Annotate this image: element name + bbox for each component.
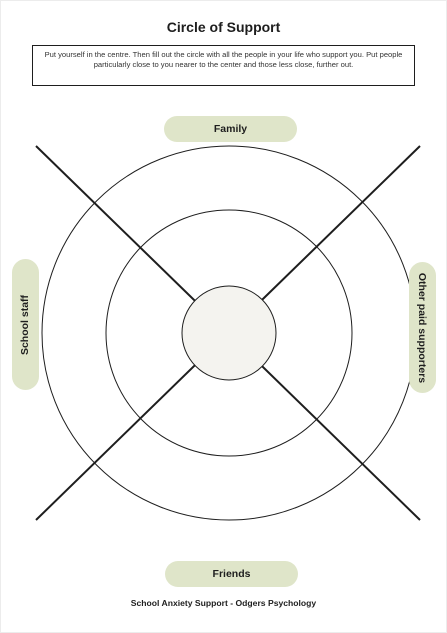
- center-circle[interactable]: [181, 285, 277, 381]
- school-staff-label: School staff: [12, 259, 39, 390]
- other-paid-supporters-label-text: Other paid supporters: [416, 272, 429, 383]
- other-paid-supporters-label: Other paid supporters: [409, 262, 436, 393]
- footer-credit: School Anxiety Support - Odgers Psycholo…: [130, 598, 317, 608]
- family-label: Family: [164, 116, 297, 142]
- friends-label: Friends: [165, 561, 298, 587]
- friends-label-text: Friends: [212, 568, 251, 580]
- school-staff-label-text: School staff: [19, 294, 32, 355]
- middle-circle[interactable]: [105, 209, 353, 457]
- page-title: Circle of Support: [166, 19, 281, 35]
- instructions-box: Put yourself in the centre. Then fill ou…: [32, 45, 415, 86]
- family-label-text: Family: [213, 123, 248, 135]
